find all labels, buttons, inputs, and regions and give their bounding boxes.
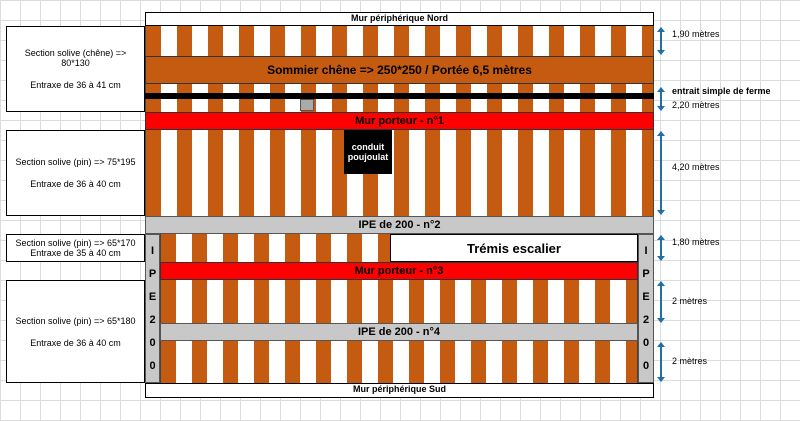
- ipe-letter: I: [644, 244, 648, 257]
- ipe-letter: E: [642, 290, 650, 303]
- ipe-letter: E: [148, 290, 157, 303]
- dimension-arrow-6: [657, 342, 665, 382]
- tie-beam-label: entrait simple de ferme: [672, 86, 771, 96]
- joists-zone-2: [145, 130, 654, 216]
- north-wall: Mur périphérique Nord: [145, 12, 654, 26]
- section-2-line1: Section solive (pin) => 75*195: [15, 157, 136, 167]
- load-wall-3: Mur porteur - n°3: [160, 262, 638, 280]
- ipe-letter: I: [150, 244, 155, 257]
- section-4-line1: Section solive (pin) => 65*180: [15, 315, 136, 326]
- dimension-label-6: 2 mètres: [672, 356, 708, 366]
- stair-opening: Trémis escalier: [390, 234, 638, 262]
- ipe-letter: P: [148, 267, 157, 280]
- oak-beam-label: Sommier chêne => 250*250 / Portée 6,5 mè…: [267, 63, 532, 77]
- section-1-line3: Entraxe de 36 à 41 cm: [30, 80, 121, 90]
- section-1-line2: 80*130: [61, 58, 90, 68]
- ipe-letter: 2: [642, 314, 650, 327]
- ipe-beam-4: IPE de 200 - n°4: [160, 323, 638, 341]
- section-box-4: Section solive (pin) => 65*180 Entraxe d…: [6, 280, 145, 383]
- ipe-vertical-right: I P E 2 0 0: [638, 234, 654, 383]
- oak-beam: Sommier chêne => 250*250 / Portée 6,5 mè…: [145, 56, 654, 84]
- tie-beam-marker: [300, 99, 314, 111]
- dimension-label-2: 2,20 mètres: [672, 100, 720, 110]
- duct-label-1: conduit: [351, 142, 385, 152]
- load-wall-1: Mur porteur - n°1: [145, 112, 654, 130]
- duct-label-2: poujoulat: [347, 152, 389, 162]
- dimension-arrow-5: [657, 281, 665, 323]
- section-1-line1: Section solive (chêne) =>: [24, 48, 127, 58]
- dimension-arrow-3: [657, 131, 665, 215]
- load-wall-1-label: Mur porteur - n°1: [355, 115, 444, 127]
- section-box-1: Section solive (chêne) => 80*130 Entraxe…: [6, 26, 145, 112]
- dimension-label-5: 2 mètres: [672, 296, 708, 306]
- ipe-beam-2: IPE de 200 - n°2: [145, 216, 654, 234]
- ipe-letter: 0: [149, 360, 156, 373]
- dimension-label-3: 4,20 mètres: [672, 162, 720, 172]
- section-box-2: Section solive (pin) => 75*195 Entraxe d…: [6, 130, 145, 216]
- tie-beam: [145, 93, 654, 99]
- south-wall-label: Mur périphérique Sud: [352, 384, 446, 394]
- section-3-line2: Entraxe de 35 à 40 cm: [30, 248, 121, 258]
- joists-zone-1: [145, 26, 654, 56]
- ipe-letter: 0: [642, 360, 650, 373]
- dimension-arrow-4: [657, 235, 665, 261]
- duct-box: conduit poujoulat: [344, 130, 392, 174]
- ipe-beam-4-label: IPE de 200 - n°4: [357, 326, 441, 338]
- joists-zone-5: [160, 341, 638, 383]
- section-2-line2: Entraxe de 36 à 40 cm: [30, 179, 121, 189]
- section-4-line2: Entraxe de 36 à 40 cm: [30, 337, 121, 348]
- load-wall-3-label: Mur porteur - n°3: [354, 265, 444, 277]
- south-wall: Mur périphérique Sud: [145, 383, 654, 398]
- north-wall-label: Mur périphérique Nord: [350, 13, 448, 23]
- ipe-vertical-left: I P E 2 0 0: [145, 234, 160, 383]
- ipe-letter: 0: [642, 337, 650, 350]
- ipe-beam-2-label: IPE de 200 - n°2: [358, 219, 441, 231]
- dimension-label-1: 1,90 mètres: [672, 29, 720, 39]
- dimension-arrow-2: [657, 87, 665, 111]
- section-3-line1: Section solive (pin) => 65*170: [15, 238, 136, 248]
- dimension-arrow-1: [657, 27, 665, 55]
- section-box-3: Section solive (pin) => 65*170 Entraxe d…: [6, 234, 145, 262]
- joists-zone-4: [160, 280, 638, 323]
- ipe-letter: 0: [149, 337, 156, 350]
- dimension-label-4: 1,80 mètres: [672, 237, 720, 247]
- ipe-letter: 2: [149, 314, 156, 327]
- ipe-letter: P: [642, 267, 650, 280]
- stair-opening-label: Trémis escalier: [467, 240, 561, 256]
